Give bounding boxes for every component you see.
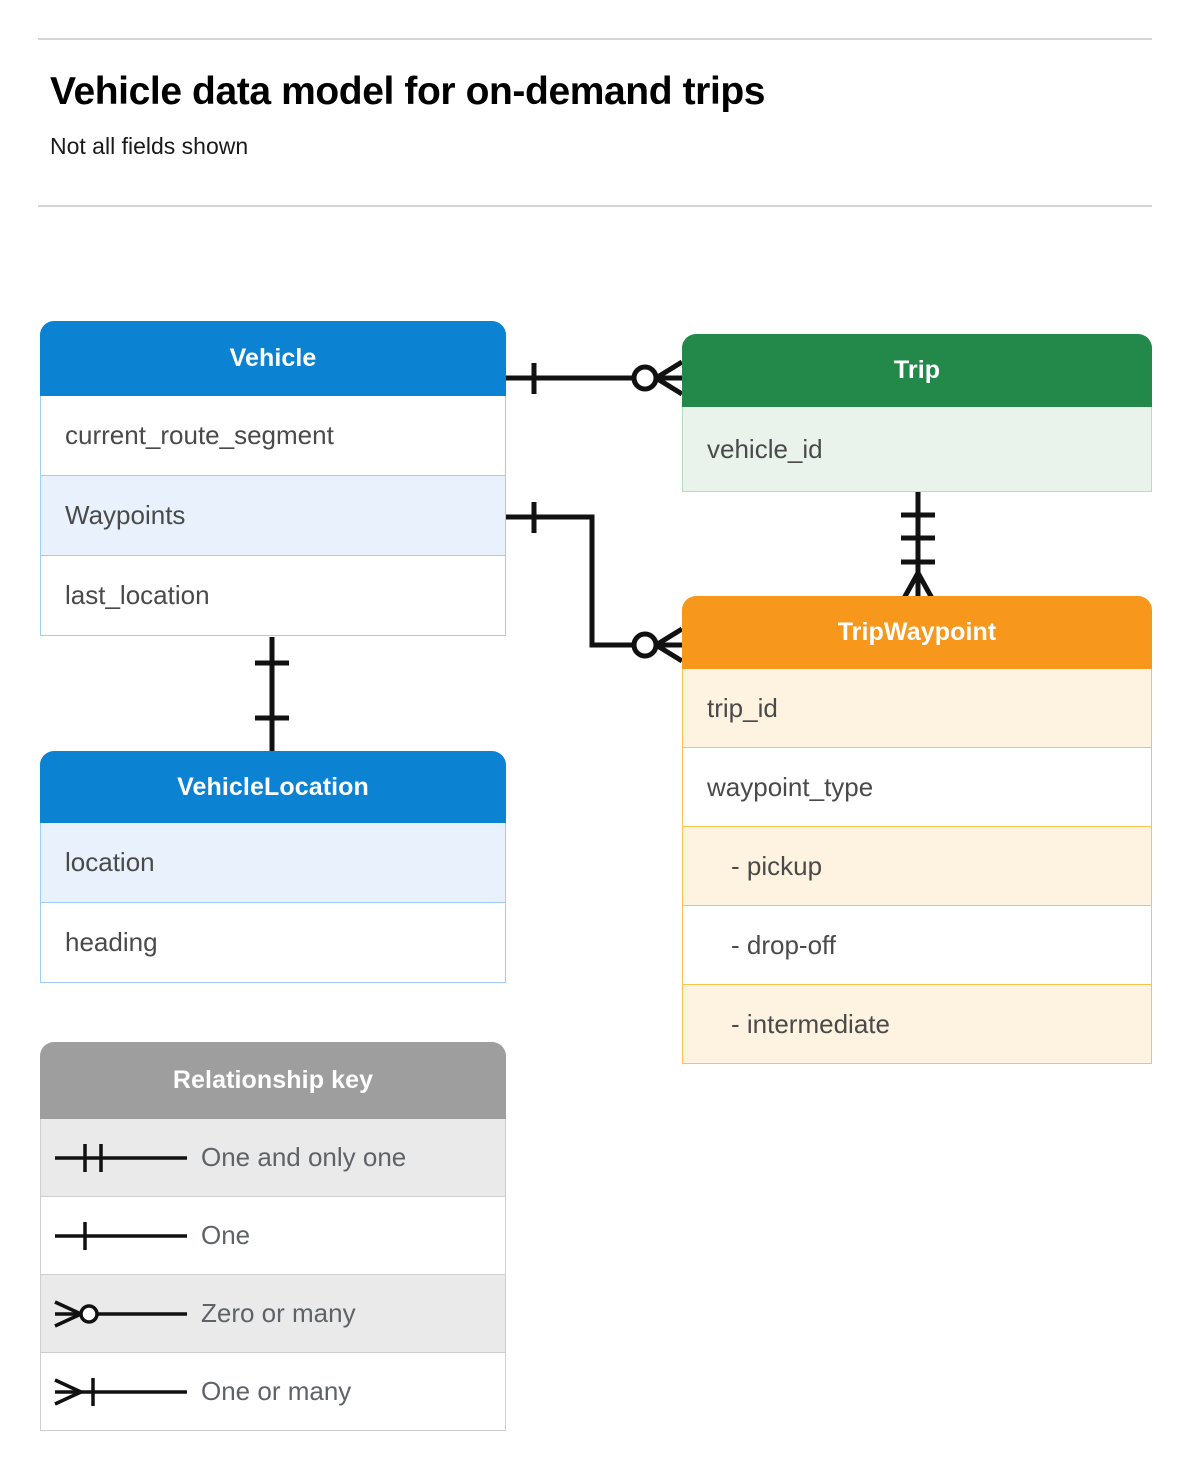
entity-vehicle-location-field-heading[interactable]: heading [40, 903, 506, 983]
legend-item-label: One [201, 1220, 251, 1250]
entity-vehicle[interactable]: Vehicle current_route_segment Waypoints … [40, 321, 506, 636]
entity-vehicle-field-last-location[interactable]: last_location [40, 556, 506, 636]
legend-relationship-key[interactable]: Relationship key One and only one One [40, 1042, 506, 1431]
legend-header: Relationship key [40, 1042, 506, 1119]
entity-trip-waypoint-field-trip-id[interactable]: trip_id [682, 669, 1152, 748]
connector-trip-tripwaypoint [900, 492, 936, 602]
connector-vehicle-vehiclelocation [255, 637, 289, 752]
page-title: Vehicle data model for on-demand trips [50, 70, 766, 113]
entity-trip-waypoint-value-intermediate[interactable]: - intermediate [682, 985, 1152, 1064]
zero-or-many-symbol-icon [41, 1294, 201, 1334]
legend-item-one-and-only-one[interactable]: One and only one [40, 1119, 506, 1197]
top-divider [38, 38, 1152, 40]
legend-item-one-or-many[interactable]: One or many [40, 1353, 506, 1431]
legend-item-label: One or many [201, 1376, 352, 1406]
entity-vehicle-field-waypoints[interactable]: Waypoints [40, 476, 506, 556]
entity-vehicle-field-current-route-segment[interactable]: current_route_segment [40, 396, 506, 476]
connector-waypoints-tripwaypoint [505, 502, 684, 664]
connector-vehicle-trip [505, 359, 684, 397]
one-and-only-one-symbol-icon [41, 1138, 201, 1178]
legend-item-label: Zero or many [201, 1298, 356, 1328]
entity-trip-waypoint-header: TripWaypoint [682, 596, 1152, 669]
entity-trip-waypoint[interactable]: TripWaypoint trip_id waypoint_type - pic… [682, 596, 1152, 1064]
entity-vehicle-location-header: VehicleLocation [40, 751, 506, 823]
header-divider [38, 205, 1152, 207]
legend-item-label: One and only one [201, 1142, 407, 1172]
entity-vehicle-location-field-location[interactable]: location [40, 823, 506, 903]
one-or-many-symbol-icon [41, 1372, 201, 1412]
one-symbol-icon [41, 1216, 201, 1256]
entity-trip-waypoint-value-pickup[interactable]: - pickup [682, 827, 1152, 906]
page-subtitle: Not all fields shown [50, 133, 249, 159]
entity-vehicle-location[interactable]: VehicleLocation location heading [40, 751, 506, 983]
entity-vehicle-header: Vehicle [40, 321, 506, 396]
legend-item-one[interactable]: One [40, 1197, 506, 1275]
entity-trip-field-vehicle-id[interactable]: vehicle_id [682, 407, 1152, 492]
legend-item-zero-or-many[interactable]: Zero or many [40, 1275, 506, 1353]
entity-trip-waypoint-field-waypoint-type[interactable]: waypoint_type [682, 748, 1152, 827]
entity-trip-header: Trip [682, 334, 1152, 407]
entity-trip-waypoint-value-drop-off[interactable]: - drop-off [682, 906, 1152, 985]
entity-trip[interactable]: Trip vehicle_id [682, 334, 1152, 492]
